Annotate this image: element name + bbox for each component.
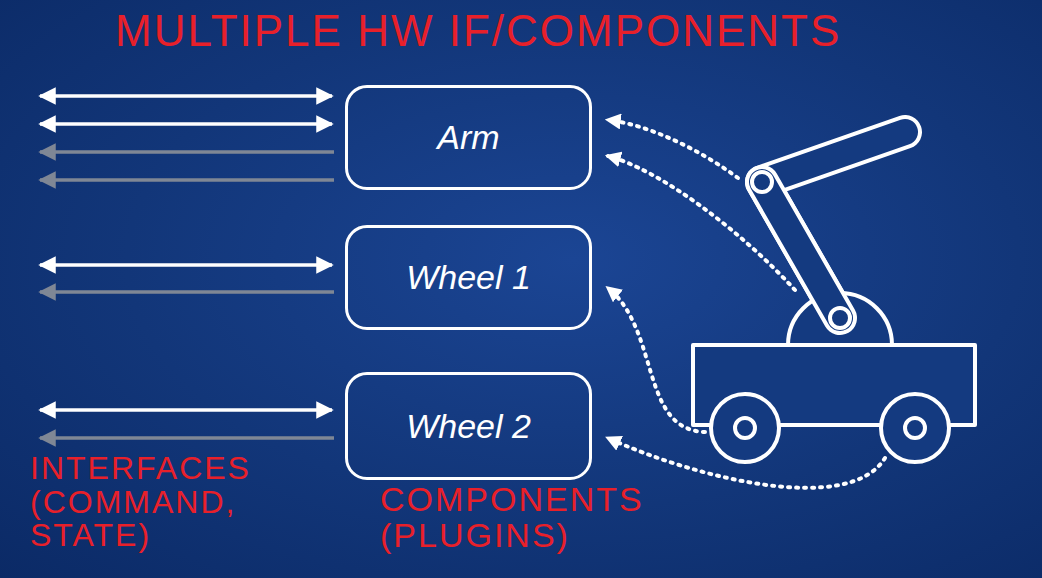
handwritten-note: INTERFACES (COMMAND, STATE)	[30, 452, 315, 553]
handwritten-note: COMPONENTS (PLUGINS)	[380, 482, 710, 553]
component-box: Wheel 1	[345, 225, 592, 330]
robot-illustration	[693, 132, 975, 462]
component-box: Arm	[345, 85, 592, 190]
component-name: Wheel 1	[406, 258, 531, 297]
mapping-arrows	[608, 120, 885, 488]
component-box: Wheel 2	[345, 372, 592, 480]
component-name: Wheel 2	[406, 407, 531, 446]
handwritten-title: MULTIPLE HW IF/COMPONENTS	[115, 8, 841, 54]
interface-arrows	[40, 96, 334, 438]
component-name: Arm	[437, 118, 499, 157]
